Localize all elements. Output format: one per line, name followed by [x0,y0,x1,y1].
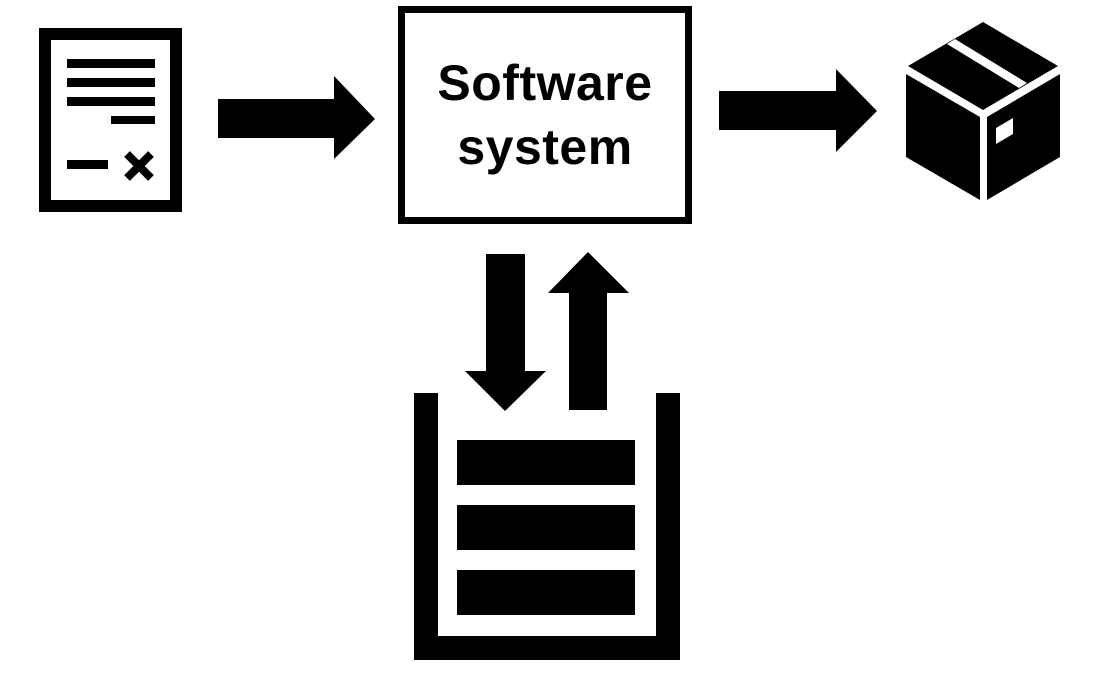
arrow-down-to-storage [465,254,546,411]
storage-shelf-2 [457,505,635,550]
arrow-right-output [719,69,877,152]
x-mark-icon [124,151,154,181]
storage-shelf-1 [457,440,635,485]
storage-shelf-3 [457,570,635,615]
software-system-box: Software system [398,6,692,224]
arrow-up-from-storage [548,252,629,410]
package-box-icon [906,22,1060,200]
storage-container-icon [414,393,680,660]
arrow-right-input [218,76,375,159]
software-system-label-line1: Software [437,55,653,111]
software-system-label-line2: system [457,119,633,175]
document-form-icon [39,28,182,212]
